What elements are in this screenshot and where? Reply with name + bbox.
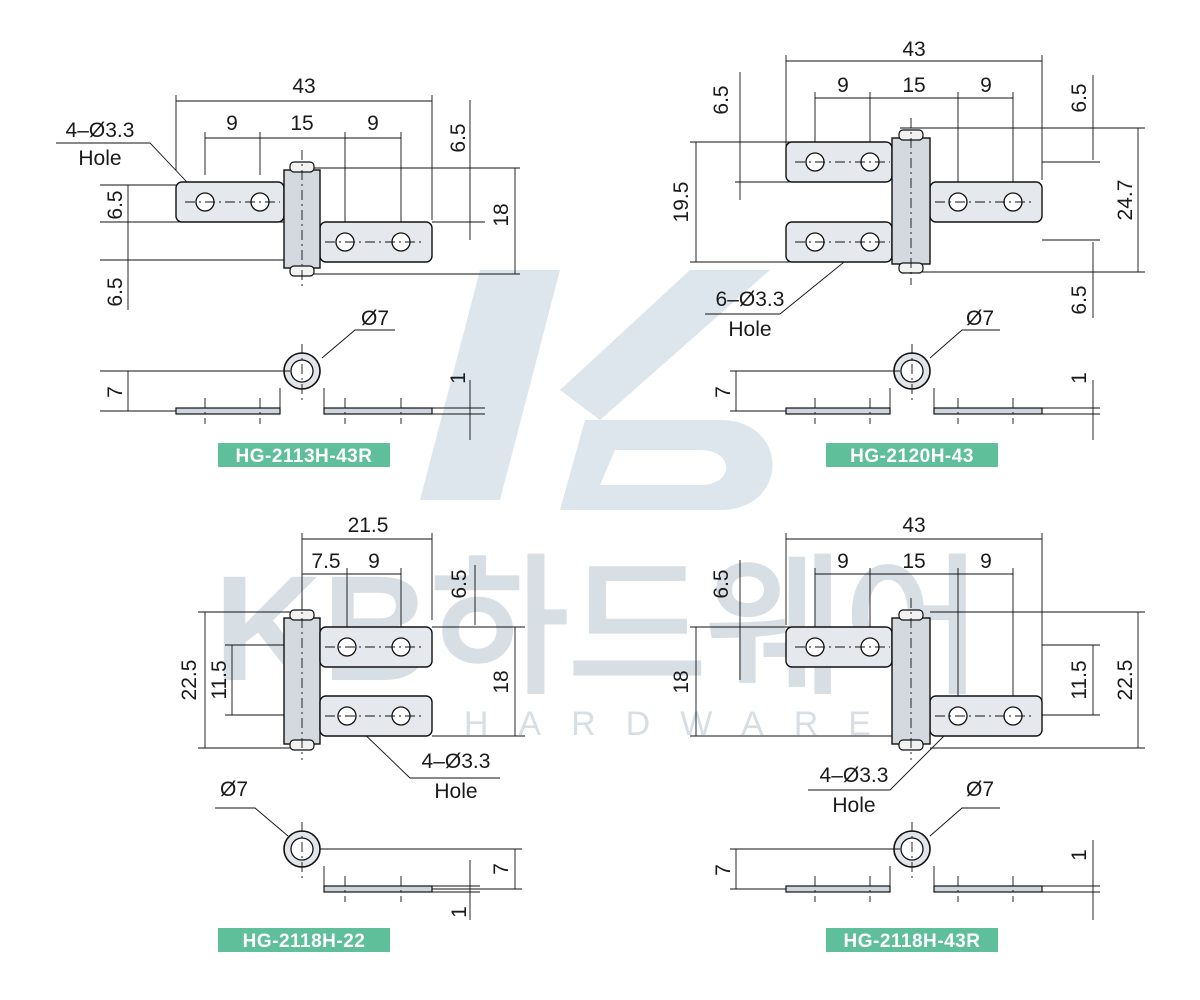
dim-right-bottom: 6.5 — [1068, 285, 1091, 314]
dim-pitch-a: 7.5 — [311, 550, 340, 573]
kb-logo-watermark — [420, 270, 773, 510]
dim-overall-width: 43 — [902, 38, 925, 61]
barrel-diameter: Ø7 — [966, 778, 994, 801]
dim-overall-height: 22.5 — [1114, 660, 1137, 701]
hole-callout: 4–Ø3.3 — [820, 764, 889, 787]
barrel-diameter: Ø7 — [361, 307, 389, 330]
dim-top-offset: 6.5 — [710, 85, 733, 114]
dim-thickness: 1 — [447, 372, 470, 384]
dim-pitch-right: 9 — [980, 74, 992, 97]
dim-leaf-height-bottom: 6.5 — [104, 277, 127, 306]
dim-pitch-left: 9 — [837, 74, 849, 97]
drawing-hg-2118h-43r: 43 9 15 9 6.5 18 11.5 22.5 4–Ø3.3 Hole Ø… — [670, 514, 1145, 952]
dim-right-top: 6.5 — [1068, 83, 1091, 112]
model-number: HG-2113H-43R — [236, 446, 373, 467]
model-number: HG-2118H-22 — [243, 931, 366, 952]
dim-right-offset: 6.5 — [447, 123, 470, 152]
dim-inner-height: 11.5 — [1068, 660, 1091, 699]
dim-pitch-center: 15 — [290, 112, 313, 135]
model-badge — [826, 443, 998, 467]
dim-right-top: 6.5 — [448, 569, 471, 598]
dim-side-height: 7 — [712, 386, 735, 398]
dim-overall-width: 43 — [902, 514, 925, 537]
model-badge — [826, 928, 998, 952]
hole-callout: 4–Ø3.3 — [66, 119, 135, 142]
dim-right-height: 18 — [490, 670, 513, 693]
hole-word: Hole — [434, 780, 477, 803]
model-badge — [218, 443, 390, 467]
model-number: HG-2120H-43 — [850, 446, 974, 467]
dim-side-height: 7 — [490, 863, 513, 875]
dim-side-height: 7 — [104, 386, 127, 398]
barrel-diameter: Ø7 — [220, 778, 248, 801]
hole-callout: 4–Ø3.3 — [422, 750, 491, 773]
drawing-hg-2118h-22: 21.5 7.5 9 6.5 22.5 11.5 18 4–Ø3.3 Hole … — [178, 514, 525, 952]
drawing-hg-2120h-43: 43 9 15 9 6.5 19.5 6.5 24.7 6.5 6–Ø3.3 H… — [670, 38, 1145, 467]
dim-thickness: 1 — [1068, 372, 1091, 384]
dim-overall-height: 22.5 — [178, 660, 201, 701]
dim-pitch-left: 9 — [837, 550, 849, 573]
dim-overall-width: 21.5 — [348, 514, 389, 537]
hole-word: Hole — [832, 794, 875, 817]
barrel-diameter: Ø7 — [966, 307, 994, 330]
drawing-hg-2113h-43r: 43 9 15 9 6.5 6.5 6.5 18 4–Ø3.3 Hole Ø7 … — [56, 75, 520, 467]
dim-overall-width: 43 — [292, 75, 315, 98]
dim-leaf-height: 6.5 — [104, 190, 127, 219]
dim-inner-height: 11.5 — [208, 660, 231, 699]
dim-thickness: 1 — [448, 906, 471, 918]
dim-span: 19.5 — [670, 182, 693, 223]
dim-pitch-left: 9 — [226, 112, 238, 135]
dim-pitch-center: 15 — [902, 550, 925, 573]
dim-right-height: 24.7 — [1114, 180, 1137, 221]
dim-left-height: 18 — [670, 670, 693, 693]
hole-callout: 6–Ø3.3 — [716, 288, 785, 311]
dim-pitch-right: 9 — [980, 550, 992, 573]
dim-pitch-right: 9 — [367, 112, 379, 135]
model-number: HG-2118H-43R — [844, 931, 981, 952]
dim-overall-height: 18 — [490, 203, 513, 226]
hole-word: Hole — [728, 318, 771, 341]
model-badge — [218, 928, 390, 952]
dim-top-offset: 6.5 — [710, 569, 733, 598]
dim-pitch-b: 9 — [368, 550, 380, 573]
dim-thickness: 1 — [1068, 849, 1091, 861]
dim-side-height: 7 — [712, 864, 735, 876]
dim-pitch-center: 15 — [902, 74, 925, 97]
hole-word: Hole — [78, 147, 121, 170]
